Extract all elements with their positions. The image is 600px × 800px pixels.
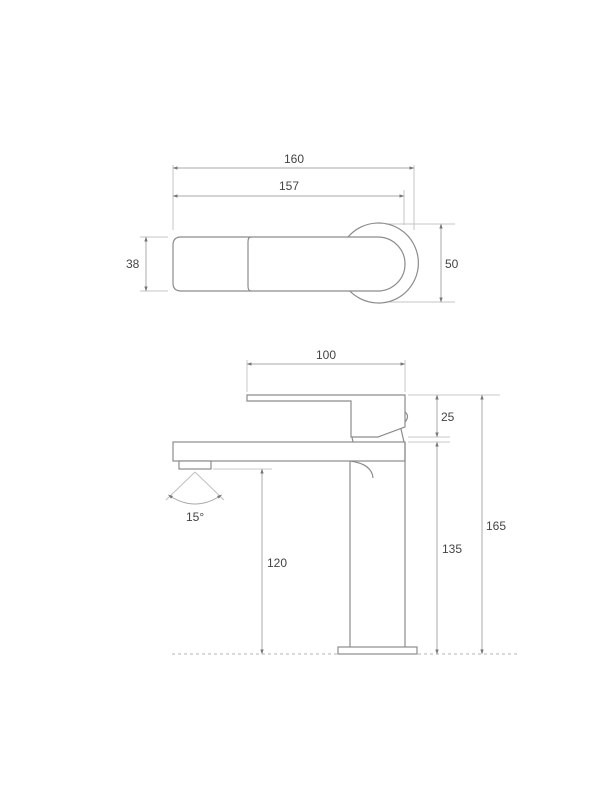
dim-overall-length: 160 (284, 152, 305, 166)
dim-lever-reach: 100 (316, 348, 337, 362)
lever-top-outline (172, 236, 406, 292)
dim-body-height: 135 (442, 542, 463, 556)
side-view-dimension-lines (246, 362, 484, 655)
dim-lever-height: 25 (441, 410, 455, 424)
tap-side-outline (172, 394, 418, 655)
aerator (178, 460, 212, 470)
side-view (165, 360, 518, 655)
spray-angle-indicator (165, 471, 225, 505)
dim-lever-length: 157 (279, 179, 300, 193)
dim-overall-height: 165 (486, 519, 507, 533)
top-view-dimension-lines (144, 166, 443, 303)
dim-body-diameter: 50 (445, 257, 459, 271)
base-plate (337, 646, 418, 655)
dim-lever-width: 38 (126, 257, 140, 271)
lever-side (246, 394, 406, 438)
dim-spray-angle: 15° (186, 510, 205, 524)
spout (172, 441, 406, 462)
top-view (140, 165, 455, 304)
tap-body-circle (347, 222, 419, 304)
dim-spout-height: 120 (267, 556, 288, 570)
